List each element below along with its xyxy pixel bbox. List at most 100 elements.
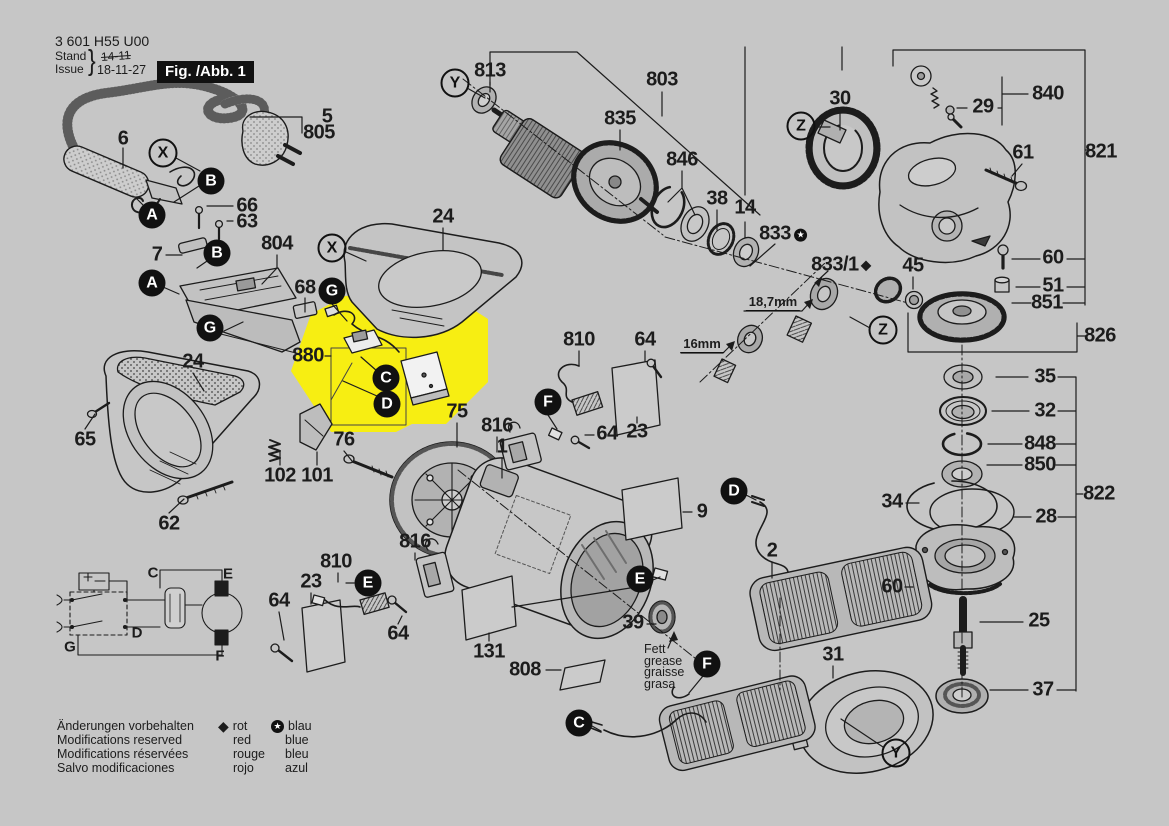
callout-D: D: [373, 390, 401, 418]
grease-note-line: Fett: [644, 642, 666, 656]
part-label-37: 37: [1032, 678, 1054, 701]
callout-D: D: [720, 477, 748, 505]
handle-cover-left-sketch: [86, 350, 261, 505]
schematic-letter-E: E: [222, 565, 234, 583]
callout-G: G: [196, 314, 224, 342]
issue-label: Issue: [55, 62, 84, 76]
part-label-6: 6: [117, 127, 129, 150]
callout-C: C: [372, 364, 400, 392]
handle-cover-top-sketch: [343, 222, 523, 339]
part-label-60: 60: [881, 575, 903, 598]
axis-lines: [457, 78, 963, 701]
part-label-816: 816: [481, 414, 513, 437]
schematic-letter-C: C: [147, 564, 159, 582]
legend-term: azul: [285, 761, 308, 775]
gear-30-sketch: [805, 106, 881, 190]
issue-block: Stand Issue: [55, 50, 86, 76]
schematic-letter-G: G: [64, 638, 76, 656]
part-label-131: 131: [473, 640, 505, 663]
part-label-66: 66: [236, 194, 258, 217]
callout-G: G: [318, 277, 346, 305]
part-label-833: 833★: [759, 224, 807, 244]
part-label-51: 51: [1042, 274, 1064, 297]
callout-E: E: [354, 569, 382, 597]
part-label-63: 63: [236, 210, 258, 233]
gear-housing-sketch: [878, 65, 1028, 293]
part-label-35: 35: [1034, 365, 1056, 388]
part-label-64: 64: [387, 622, 409, 645]
legend-term: rot: [232, 719, 248, 733]
part-label-826: 826: [1084, 324, 1116, 347]
part-label-821: 821: [1085, 140, 1117, 163]
schematic-letter-D: D: [131, 624, 143, 642]
bearing-chain-sketch: [713, 276, 924, 384]
part-label-34: 34: [881, 490, 903, 513]
issue-date: 18-11-27: [97, 63, 147, 77]
part-label-23: 23: [300, 570, 322, 593]
legend-blue: ★ blau blue bleu azul: [268, 719, 312, 775]
part-label-803: 803: [646, 68, 678, 91]
part-label-880: 880: [292, 344, 324, 367]
legend-red: ◆ rot red rouge rojo: [216, 719, 265, 775]
part-label-804: 804: [261, 232, 293, 255]
part-label-102: 102: [264, 464, 296, 487]
callout-X: X: [317, 233, 347, 263]
callout-Y: Y: [440, 68, 470, 98]
part-label-816: 816: [399, 530, 431, 553]
diamond-icon: ◆: [218, 718, 229, 734]
stand-label: Stand: [55, 49, 87, 63]
part-label-848: 848: [1024, 432, 1056, 455]
switch-module-sketch: [324, 304, 450, 426]
star-icon: ★: [793, 228, 807, 242]
part-label-68: 68: [294, 276, 316, 299]
legend-note: Modifications reserved: [57, 733, 183, 747]
plates-sketch: [301, 359, 683, 691]
part-label-851: 851: [1031, 291, 1063, 314]
issue-brace: }: [88, 43, 96, 77]
part-label-5: 5: [321, 105, 333, 128]
callout-B: B: [197, 167, 225, 195]
callout-F: F: [534, 388, 562, 416]
wiring-schematic-sketch: [56, 569, 243, 656]
grease-note-line: graisse: [644, 665, 685, 679]
part-label-2: 2: [766, 539, 778, 562]
part-label-64: 64: [634, 328, 656, 351]
spindle-column-sketch: [906, 291, 1016, 714]
legend-term: rojo: [233, 761, 254, 775]
part-label-810: 810: [320, 550, 352, 573]
type-number: 3 601 H55 U00: [55, 33, 150, 49]
dimension-label: 18,7mm: [745, 294, 801, 311]
dimension-label: 16mm: [680, 336, 724, 353]
field-coil-lower-sketch: [590, 675, 816, 772]
armature-sketch: [471, 86, 760, 268]
part-label-24: 24: [182, 350, 204, 373]
part-label-813: 813: [474, 59, 506, 82]
part-label-75: 75: [446, 400, 468, 423]
superseded-date: 14-11: [100, 47, 132, 65]
part-label-1: 1: [496, 435, 508, 458]
part-label-29: 29: [972, 95, 994, 118]
callout-B: B: [203, 239, 231, 267]
part-label-25: 25: [1028, 609, 1050, 632]
callout-A: A: [138, 269, 166, 297]
star-circle-icon: ★: [271, 719, 284, 733]
figure-label: Fig. /Abb. 1: [157, 61, 254, 83]
grease-note-line: grease: [644, 653, 683, 668]
switch-support-sketch: [177, 205, 318, 355]
callout-A: A: [138, 201, 166, 229]
bearing-cover-sketch: [789, 670, 934, 774]
part-label-805: 805: [303, 121, 335, 144]
part-label-9: 9: [696, 500, 708, 523]
power-cord-sketch: [62, 77, 302, 214]
callout-F: F: [693, 650, 721, 678]
part-label-835: 835: [604, 107, 636, 130]
part-label-30: 30: [829, 87, 851, 110]
part-label-45: 45: [902, 254, 924, 277]
legend-notes: Änderungen vorbehalten Modifications res…: [57, 719, 194, 775]
legend-term: rouge: [233, 747, 265, 761]
legend-term: bleu: [285, 747, 309, 761]
part-label-64: 64: [268, 589, 290, 612]
callout-Z: Z: [868, 315, 898, 345]
part-label-840: 840: [1032, 82, 1064, 105]
